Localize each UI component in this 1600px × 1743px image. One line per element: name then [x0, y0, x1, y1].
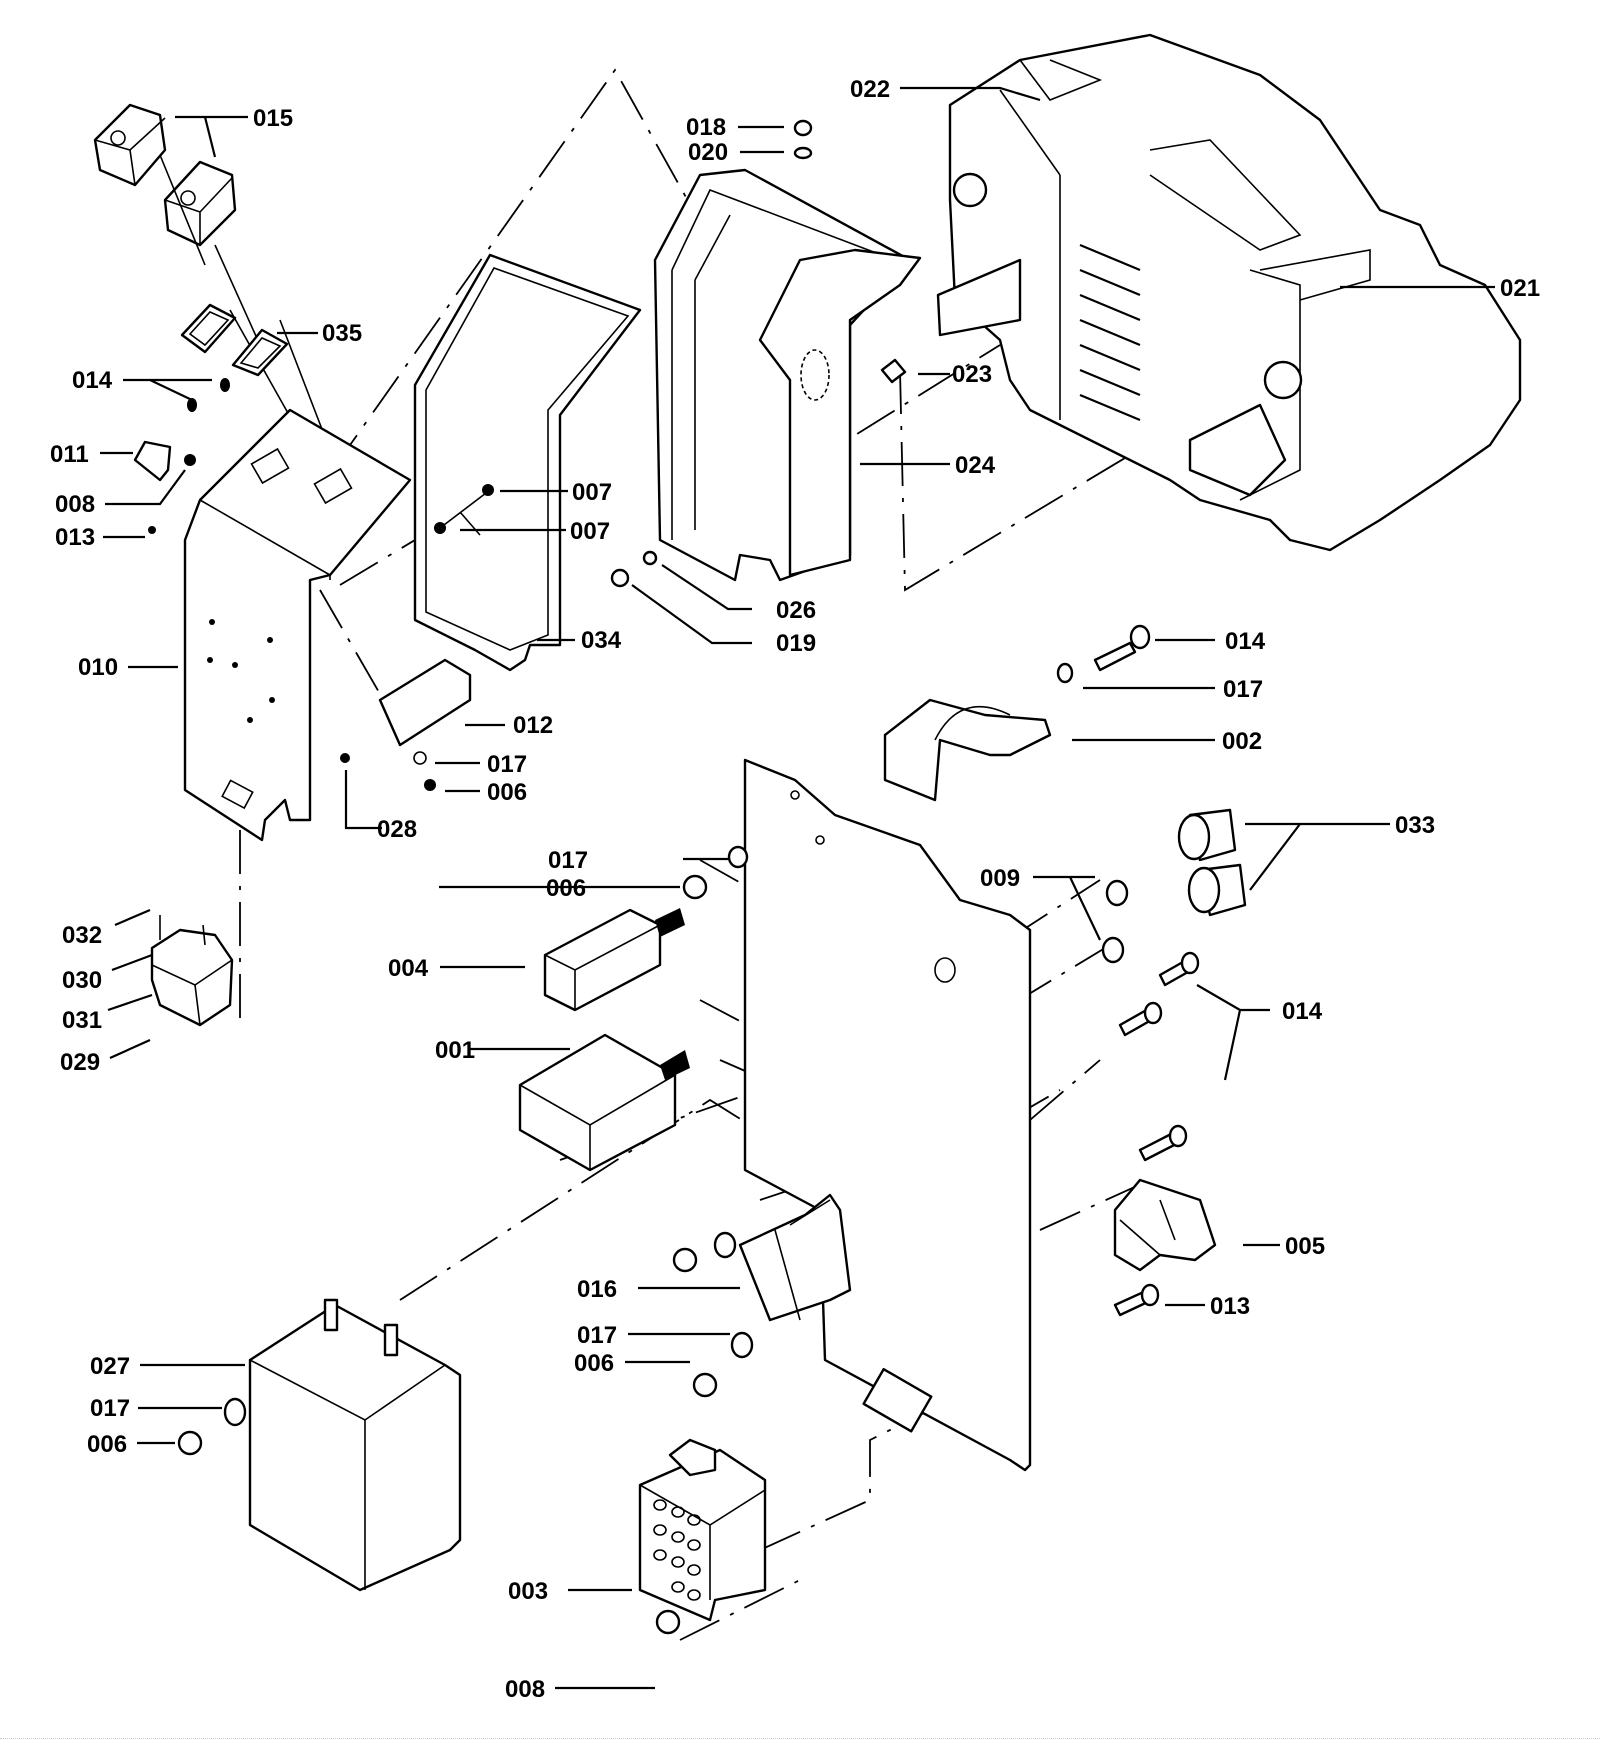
part-label: 012	[513, 712, 553, 739]
page-bottom-rule	[0, 1738, 1600, 1739]
part-label: 017	[90, 1395, 130, 1422]
part-label: 013	[1210, 1293, 1250, 1320]
bracket-002	[883, 698, 1052, 802]
part-label: 008	[505, 1676, 545, 1703]
part-label: 028	[377, 816, 417, 843]
part-label: 001	[435, 1037, 475, 1064]
switch-guide-lines	[159, 154, 331, 471]
part-label: 014	[1225, 628, 1266, 655]
rocker-switch-015-b	[163, 160, 237, 247]
terminal-block-030-031	[150, 915, 234, 1027]
part-label: 004	[388, 955, 429, 982]
screw-014-upper-right	[1093, 624, 1151, 672]
clip-023	[880, 358, 907, 384]
part-label: 017	[1223, 676, 1263, 703]
relay-001	[518, 1033, 690, 1172]
relay-004	[543, 908, 685, 1012]
part-label: 021	[1500, 275, 1540, 302]
part-label: 034	[581, 627, 622, 654]
nut-008-top	[184, 454, 196, 466]
part-label: 017	[577, 1322, 617, 1349]
part-label: 033	[1395, 812, 1435, 839]
part-label: 010	[78, 654, 118, 681]
relay-003	[638, 1438, 767, 1622]
part-label: 007	[570, 518, 610, 545]
nut-007-pair	[434, 484, 494, 536]
washer-017-capacitor	[223, 1397, 247, 1427]
screw-013-right	[1113, 1283, 1160, 1317]
cover-012	[378, 658, 472, 747]
part-label: 011	[50, 441, 89, 468]
nut-006-transformer	[692, 1372, 718, 1398]
part-label: 002	[1222, 728, 1262, 755]
part-label: 016	[577, 1276, 617, 1303]
nut-006-capacitor	[177, 1430, 203, 1456]
nut-006-panel	[424, 779, 436, 791]
relay-vent-holes	[653, 1499, 701, 1601]
part-label: 023	[952, 361, 992, 388]
part-label: 030	[62, 967, 102, 994]
nut-028	[340, 753, 350, 763]
rocker-switch-015-a	[93, 103, 167, 187]
screw-013-left	[148, 526, 156, 534]
part-label: 022	[850, 76, 890, 103]
part-label: 006	[574, 1350, 614, 1377]
part-label: 017	[548, 847, 588, 874]
part-label: 006	[87, 1431, 127, 1458]
part-label: 006	[487, 779, 527, 806]
part-label: 020	[688, 139, 728, 166]
part-label: 005	[1285, 1233, 1325, 1260]
part-label: 007	[572, 479, 612, 506]
part-label: 014	[72, 367, 113, 394]
part-label: 009	[980, 865, 1020, 892]
screw-014-set	[1118, 951, 1200, 1162]
part-label: 018	[686, 114, 726, 141]
switch-bezel-035-a	[180, 303, 237, 354]
part-label: 026	[776, 597, 816, 624]
washer-017-panel	[413, 751, 427, 765]
part-label: 003	[508, 1578, 548, 1605]
part-label: 024	[955, 452, 996, 479]
part-label: 017	[487, 751, 527, 778]
part-label: 013	[55, 524, 95, 551]
bushing-033-pair	[1177, 808, 1247, 917]
nut-018-washer-020	[793, 119, 813, 160]
screw-014-top	[187, 378, 230, 412]
part-label: 029	[60, 1049, 100, 1076]
leader-lines	[100, 86, 1495, 1690]
capacitor-027	[248, 1298, 462, 1592]
part-label: 031	[62, 1007, 102, 1034]
power-inlet-005	[1113, 1178, 1217, 1272]
control-panel-010	[183, 408, 412, 842]
housing-024	[653, 168, 922, 582]
nut-008-relay	[655, 1609, 681, 1635]
chassis-021-022	[936, 33, 1522, 552]
transformer-016	[713, 1193, 852, 1322]
gasket-034	[413, 253, 642, 672]
part-label: 014	[1282, 998, 1323, 1025]
nut-006-relay	[682, 874, 708, 900]
part-label: 032	[62, 922, 102, 949]
washer-017-transformer	[730, 1331, 754, 1359]
vent-slots	[1079, 243, 1141, 422]
part-labels: 015 035 014 011 008 013 010 007 007 034 …	[50, 76, 1540, 1703]
part-label: 019	[776, 630, 816, 657]
switch-bezel-035-b	[231, 328, 289, 377]
washer-017-upper-right	[1056, 662, 1074, 684]
part-label: 027	[90, 1353, 130, 1380]
part-label: 006	[546, 875, 586, 902]
part-label: 015	[253, 105, 293, 132]
part-label: 035	[322, 320, 362, 347]
nut-019-washer-026	[610, 550, 658, 588]
nut-006-transformer-top	[672, 1247, 698, 1273]
washer-017-relay	[727, 845, 749, 869]
o-ring-009-pair	[1101, 879, 1129, 964]
switch-011	[133, 440, 172, 482]
part-label: 008	[55, 491, 95, 518]
